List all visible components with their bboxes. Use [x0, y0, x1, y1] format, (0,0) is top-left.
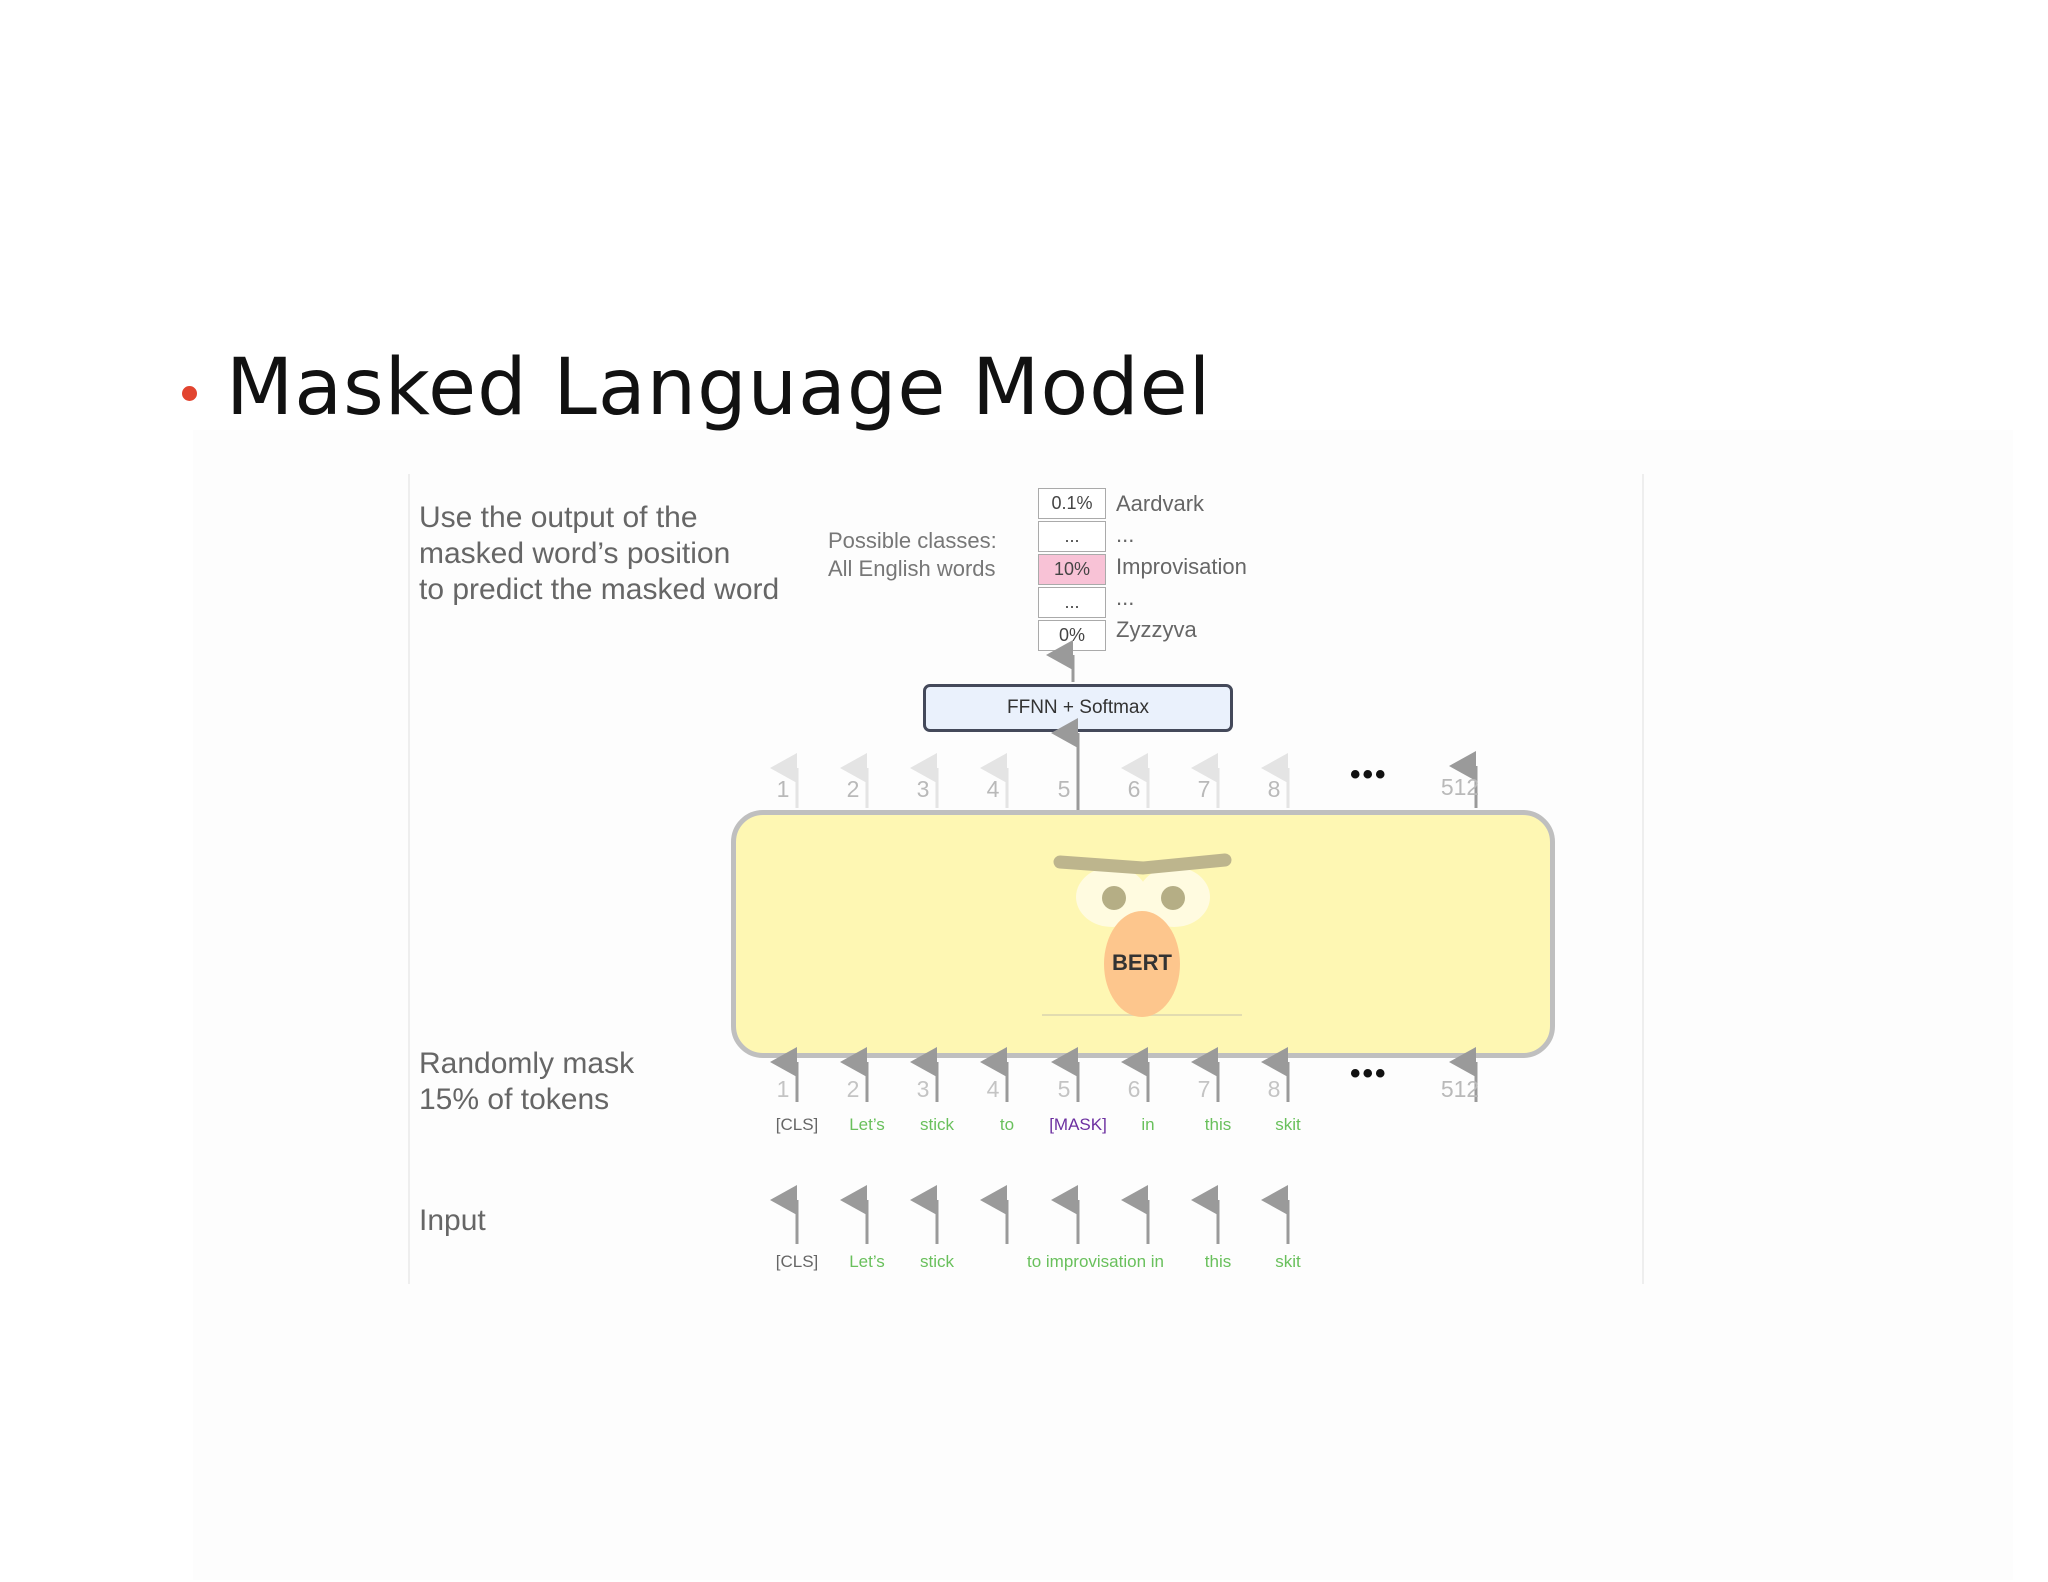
right-pupil	[1161, 886, 1185, 910]
position-number: 1	[776, 1076, 790, 1102]
input-arrows	[770, 1185, 1290, 1244]
mid-ellipsis: •••	[1350, 1057, 1388, 1090]
beak-shape	[1104, 911, 1180, 1017]
token-label: Let’s	[849, 1252, 885, 1271]
mask-input-arrows	[770, 1047, 1478, 1102]
bert-face	[1042, 853, 1242, 1017]
token-label: in	[1141, 1115, 1155, 1134]
ffnn-softmax-box: FFNN + Softmax	[923, 684, 1233, 732]
position-number: 7	[1197, 1076, 1211, 1102]
position-number: 3	[916, 1076, 930, 1102]
note-classes-line-1: Possible classes:	[828, 528, 997, 553]
token-label: [CLS]	[775, 1115, 819, 1134]
token-label: this	[1204, 1115, 1232, 1134]
note-top: Use the output of the masked word’s posi…	[419, 500, 779, 608]
class-label: Improvisation	[1116, 554, 1247, 579]
note-top-line-1: Use the output of the	[419, 501, 698, 534]
diagram-frame	[408, 474, 1644, 1284]
token-label: [CLS]	[775, 1252, 819, 1271]
token-label: stick	[920, 1252, 954, 1271]
token-label: Let’s	[849, 1115, 885, 1134]
note-mask-line-1: Randomly mask	[419, 1047, 635, 1080]
token-label: this	[1204, 1252, 1232, 1271]
position-number: 2	[846, 1076, 860, 1102]
prob-cell-highlight: 10%	[1038, 554, 1106, 585]
position-number: 8	[1267, 1076, 1281, 1102]
class-label: Aardvark	[1116, 491, 1205, 516]
mid-position-512: 512	[1440, 1076, 1480, 1102]
note-classes: Possible classes: All English words	[828, 527, 997, 583]
brow-icon	[1053, 853, 1232, 875]
note-input: Input	[419, 1204, 486, 1237]
position-number: 5	[1057, 1076, 1071, 1102]
top-position-512: 512	[1440, 774, 1480, 800]
prob-cell: 0.1%	[1038, 488, 1106, 519]
token-label: to improvisation in	[1027, 1252, 1165, 1271]
note-mask: Randomly mask 15% of tokens	[419, 1046, 634, 1118]
token-label: [MASK]	[1049, 1115, 1107, 1134]
note-mask-line-2: 15% of tokens	[419, 1083, 610, 1116]
position-number: 4	[986, 776, 1000, 802]
class-label: Zyzzyva	[1116, 617, 1197, 642]
position-number: 4	[986, 1076, 1000, 1102]
bert-label: BERT	[1112, 950, 1172, 975]
token-label: to	[999, 1115, 1015, 1134]
position-number: 1	[776, 776, 790, 802]
note-top-line-2: masked word’s position	[419, 537, 731, 570]
position-number: 2	[846, 776, 860, 802]
class-label: ...	[1116, 585, 1135, 610]
slide-title: Masked Language Model	[226, 343, 1212, 433]
position-number: 8	[1267, 776, 1281, 802]
position-number: 6	[1127, 776, 1141, 802]
note-classes-line-2: All English words	[828, 556, 996, 581]
token-label: stick	[920, 1115, 954, 1134]
top-ellipsis: •••	[1350, 758, 1388, 791]
class-label: ...	[1116, 522, 1135, 547]
prob-cell: ...	[1038, 521, 1106, 552]
prob-cell: ...	[1038, 587, 1106, 618]
token-label: skit	[1275, 1115, 1301, 1134]
position-number: 5	[1057, 776, 1071, 802]
token-label: skit	[1275, 1252, 1301, 1271]
position-number: 6	[1127, 1076, 1141, 1102]
bullet-dot	[182, 386, 197, 401]
note-top-line-3: to predict the masked word	[419, 573, 780, 606]
position-number: 3	[916, 776, 930, 802]
output-arrows	[770, 751, 1478, 808]
position-number: 7	[1197, 776, 1211, 802]
left-pupil	[1102, 886, 1126, 910]
